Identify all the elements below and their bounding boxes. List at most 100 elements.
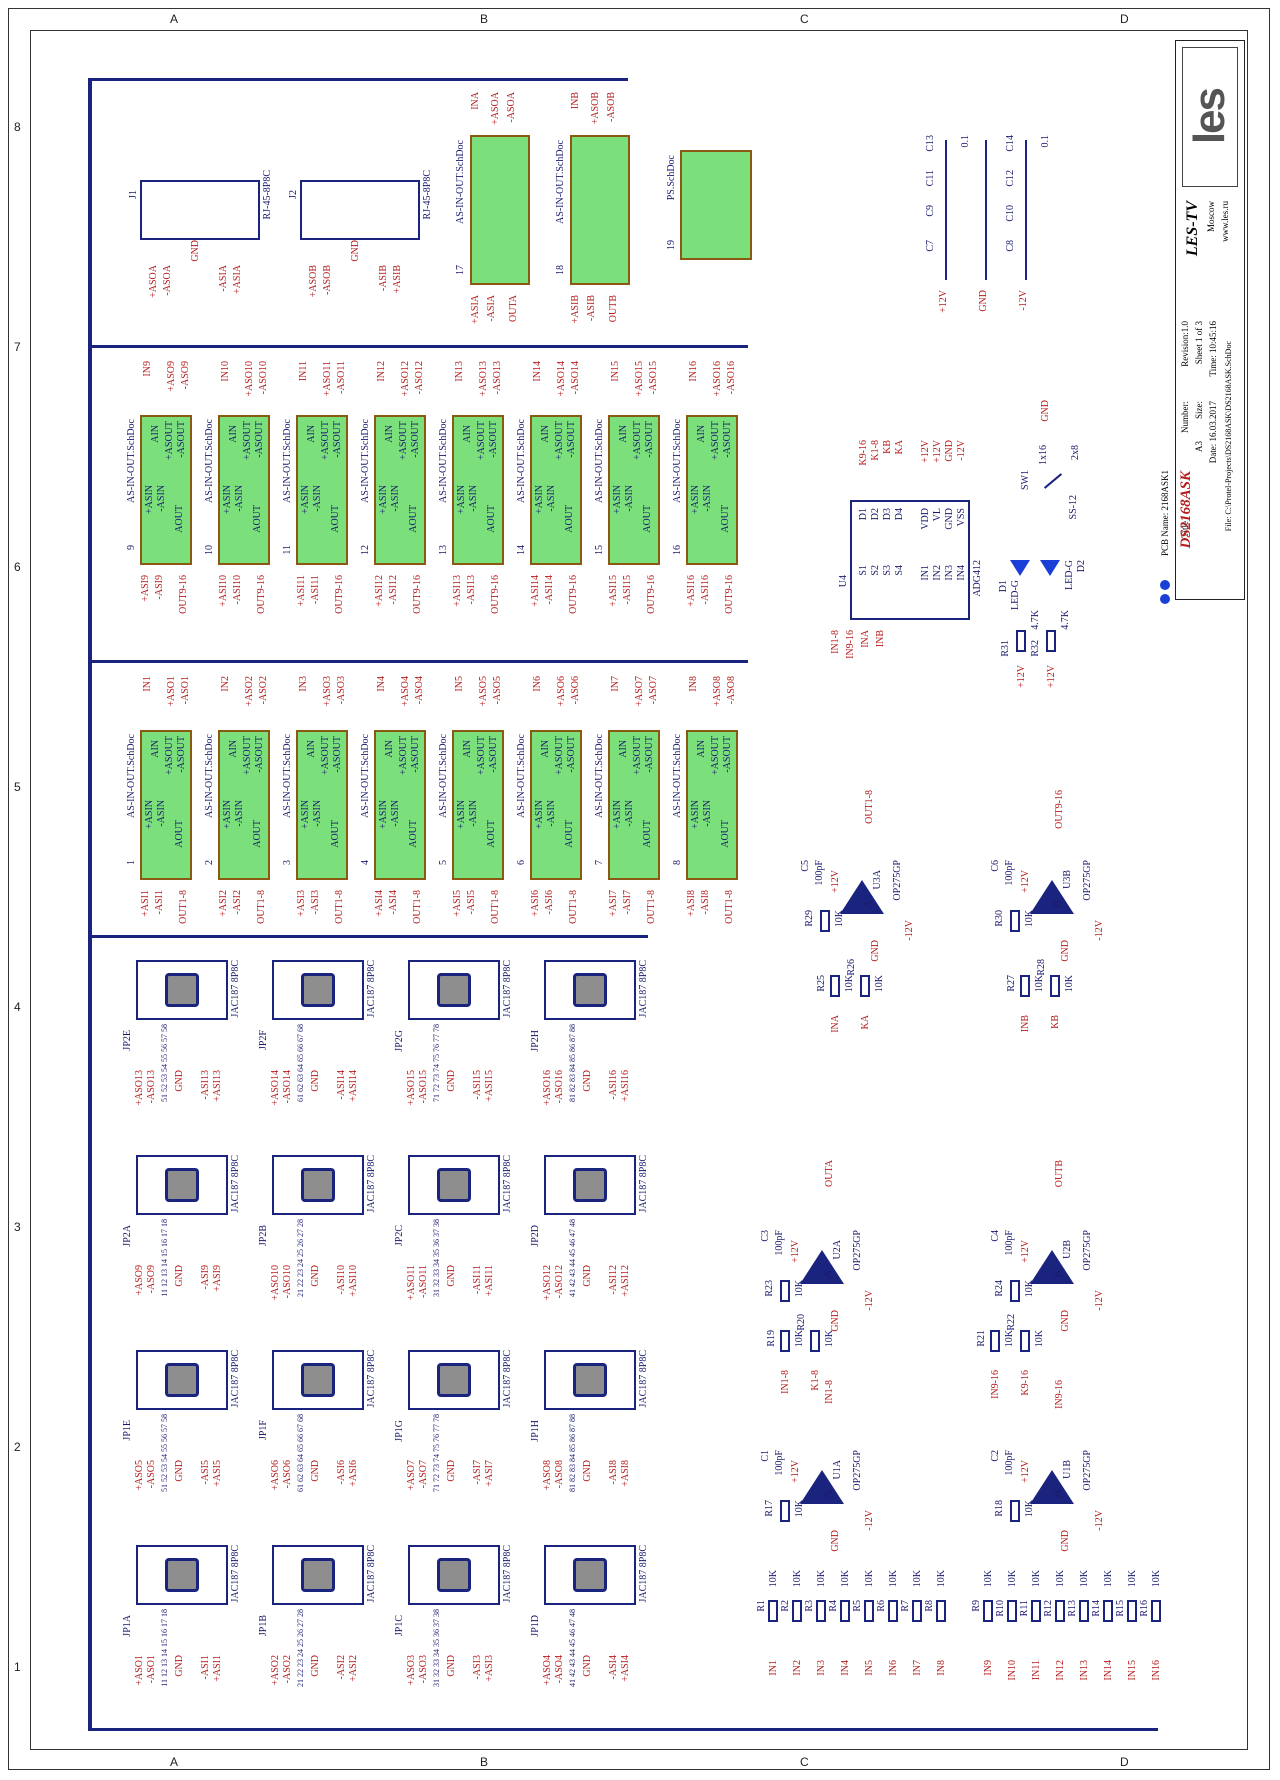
res-value: 10K — [1024, 1500, 1035, 1518]
pin-asin-p: +ASIN — [690, 485, 701, 514]
jack-type: JAC187 8P8C — [638, 1350, 649, 1408]
file-path: File: C:\Protel-Projects\DS2168ASK\DS216… — [1224, 341, 1233, 532]
sheet-border — [8, 8, 1270, 1770]
jack-net-a: +ASO8 — [542, 1460, 553, 1491]
pin-asout-p: +ASOUT — [632, 736, 643, 775]
net-aso-p: +ASO11 — [322, 361, 333, 397]
opamp-triangle-icon — [800, 1250, 844, 1284]
pin-asout-p: +ASOUT — [398, 421, 409, 460]
cap-ref: C6 — [990, 860, 1001, 872]
net-in: IN16 — [688, 361, 699, 382]
net-aso-p: +ASO14 — [556, 361, 567, 397]
sheet-inner-border — [30, 30, 1248, 1750]
opamp-gnd: GND — [830, 1530, 841, 1552]
jack-type: JAC187 8P8C — [230, 1350, 241, 1408]
block-18-out: OUTB — [608, 295, 619, 323]
opamp-ref: U2B — [1062, 1240, 1073, 1259]
input-res-value: 10K — [912, 1570, 923, 1588]
opamp-m12: -12V — [1094, 1510, 1105, 1531]
block-number: 2 — [204, 860, 215, 865]
cap-c11: C11 — [925, 170, 936, 187]
mix-res-ref-2: R26 — [846, 959, 857, 976]
mix-net-b: KA — [860, 1015, 871, 1030]
mix-res-val-2: 10K — [1034, 1330, 1045, 1348]
jack-pins: 11 12 13 14 15 16 17 18 — [160, 1219, 169, 1297]
mix-net-b: K9-16 — [1020, 1370, 1031, 1396]
zone-b: B — [480, 12, 489, 26]
pin-asout-p: +ASOUT — [710, 736, 721, 775]
u4-net-in9-16: IN9-16 — [845, 630, 856, 659]
block-18-num: 18 — [555, 265, 566, 275]
rj45-jack-icon — [437, 1168, 471, 1202]
pin-asin-m: -ASIN — [156, 800, 167, 827]
opamp-part: OP275GP — [1082, 860, 1093, 901]
net-out: OUT1-8 — [256, 890, 267, 924]
cap-val-2: 0.1 — [1040, 135, 1051, 148]
res-ref: R24 — [994, 1280, 1005, 1297]
cap-ref: C4 — [990, 1230, 1001, 1242]
inout-block — [140, 415, 192, 565]
zone-c: C — [800, 12, 809, 26]
r32-ref: R32 — [1030, 640, 1041, 657]
opamp-part: OP275GP — [852, 1450, 863, 1491]
r31-val: 4.7K — [1030, 610, 1041, 630]
input-res-ref: R2 — [780, 1600, 791, 1612]
zone-c-bottom: C — [800, 1755, 809, 1769]
res-ref: R18 — [994, 1500, 1005, 1517]
zone-d-bottom: D — [1120, 1755, 1129, 1769]
jack-net-d: +ASI1 — [212, 1655, 223, 1682]
inout-block — [452, 730, 504, 880]
input-resistor — [1055, 1600, 1065, 1622]
jack-type: JAC187 8P8C — [502, 1545, 513, 1603]
pin-asin-p: +ASIN — [378, 800, 389, 829]
net-in: IN5 — [454, 676, 465, 692]
jack-net-d: +ASI16 — [620, 1070, 631, 1102]
u4-gnd: GND — [944, 508, 955, 530]
net-asi-m: -ASI9 — [154, 575, 165, 600]
net-asi-p: +ASI14 — [530, 575, 541, 607]
block-number: 8 — [672, 860, 683, 865]
pin-asout-m: -ASOUT — [566, 736, 577, 773]
net-aso-m: -ASO8 — [726, 676, 737, 705]
block-sheet: AS-IN-OUT.SchDoc — [594, 419, 605, 503]
pin-asin-p: +ASIN — [222, 485, 233, 514]
net-out: OUT9-16 — [568, 575, 579, 614]
jack-type: JAC187 8P8C — [638, 1545, 649, 1603]
pin-asin-p: +ASIN — [300, 800, 311, 829]
pin-asout-m: -ASOUT — [644, 736, 655, 773]
mix-resistor-1 — [990, 1330, 1000, 1352]
net-out: OUT1-8 — [334, 890, 345, 924]
mix-res-ref-2: R20 — [796, 1314, 807, 1331]
jack-ref: JP2D — [530, 1225, 541, 1247]
res-r32 — [1046, 630, 1056, 652]
u4-d1: D1 — [858, 508, 869, 521]
jack-pins: 51 52 53 54 55 56 57 58 — [160, 1414, 169, 1492]
net-out: OUT1-8 — [568, 890, 579, 924]
u4-net-k9-16: K9-16 — [858, 440, 869, 466]
jack-type: JAC187 8P8C — [230, 1545, 241, 1603]
net-asi-m: -ASI15 — [622, 575, 633, 605]
pin-ain: AIN — [462, 740, 473, 758]
inout-block — [686, 415, 738, 565]
net-asi-m: -ASI12 — [388, 575, 399, 605]
input-res-value: 10K — [840, 1570, 851, 1588]
net-aso-m: -ASO15 — [648, 361, 659, 395]
block-18-im: -ASIB — [586, 295, 597, 322]
block-sheet: AS-IN-OUT.SchDoc — [438, 419, 449, 503]
jack-net-a: +ASO5 — [134, 1460, 145, 1491]
net-asi-p: +ASI9 — [140, 575, 151, 602]
cap-value: 100pF — [1004, 1230, 1015, 1256]
jack-type: JAC187 8P8C — [230, 1155, 241, 1213]
input-res-ref: R11 — [1019, 1600, 1030, 1617]
net-asi-m: -ASI1 — [154, 890, 165, 915]
jack-ref: JP2A — [122, 1225, 133, 1247]
mounting-hole-icon-2 — [1160, 594, 1170, 604]
u4-net-kb: KB — [882, 440, 893, 454]
block-number: 11 — [282, 545, 293, 555]
cap-ref: C2 — [990, 1450, 1001, 1462]
block-number: 15 — [594, 545, 605, 555]
jack-type: JAC187 8P8C — [366, 1350, 377, 1408]
inout-block — [452, 415, 504, 565]
cap-c7: C7 — [925, 240, 936, 252]
jack-ref: JP1E — [122, 1420, 133, 1441]
